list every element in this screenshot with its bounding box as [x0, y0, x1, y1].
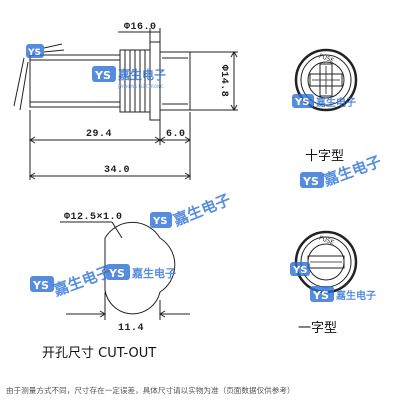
svg-text:YS: YS: [292, 265, 307, 276]
cross-cap-label: FUSE: [318, 53, 335, 65]
svg-text:YS: YS: [94, 69, 111, 82]
slot-cap-label: FUSE: [318, 235, 335, 247]
svg-text:嘉生电子: 嘉生电子: [315, 96, 356, 109]
svg-text:JIASHENG ELECTRONIC: JIASHENG ELECTRONIC: [117, 84, 164, 89]
svg-text:嘉生电子: 嘉生电子: [335, 289, 376, 302]
watermark-2: YS 嘉生电子: [292, 94, 356, 109]
svg-text:YS: YS: [32, 279, 49, 292]
watermark-8: YS 嘉生电子: [30, 262, 114, 300]
dim-34-0: 34.0: [104, 165, 130, 176]
svg-text:YS: YS: [294, 97, 309, 108]
disclaimer-note: 由于测量方式不同，尺寸存在一定误差，具体尺寸请以实物为准（页面数据仅供参考）: [6, 385, 295, 395]
dim-29-4: 29.4: [86, 129, 112, 140]
dim-hole: Φ12.5×1.0: [64, 212, 123, 223]
svg-text:YS: YS: [108, 267, 125, 280]
cross-head-front-view: [294, 48, 358, 112]
watermark-6: YS: [290, 262, 310, 276]
svg-text:嘉生电子: 嘉生电子: [170, 191, 233, 231]
dim-phi-14-8: Φ14.8: [218, 65, 229, 98]
caption-cross: 十字型: [305, 149, 344, 164]
watermark-7: YS 嘉生电子: [310, 286, 376, 302]
cutout-view: [60, 221, 190, 320]
svg-text:YS: YS: [312, 289, 329, 302]
dim-6-0: 6.0: [166, 129, 186, 140]
caption-slot: 一字型: [298, 321, 337, 336]
svg-text:YS: YS: [302, 175, 319, 188]
svg-text:嘉生电子: 嘉生电子: [117, 67, 166, 82]
dim-11-4: 11.4: [118, 323, 144, 334]
watermark-9: YS: [26, 44, 44, 58]
side-view: [13, 28, 238, 180]
caption-cutout: 开孔尺寸 CUT-OUT: [42, 346, 156, 361]
dim-phi-16: Φ16.0: [124, 22, 157, 33]
svg-text:嘉生电子: 嘉生电子: [131, 266, 176, 280]
svg-text:嘉生电子: 嘉生电子: [50, 262, 113, 300]
watermark-1: YS 嘉生电子 JIASHENG ELECTRONIC: [92, 66, 166, 89]
watermark-5: YS 嘉生电子: [106, 264, 176, 280]
watermark-4: YS 嘉生电子: [150, 191, 233, 231]
svg-text:YS: YS: [152, 216, 167, 227]
svg-text:YS: YS: [27, 48, 41, 58]
